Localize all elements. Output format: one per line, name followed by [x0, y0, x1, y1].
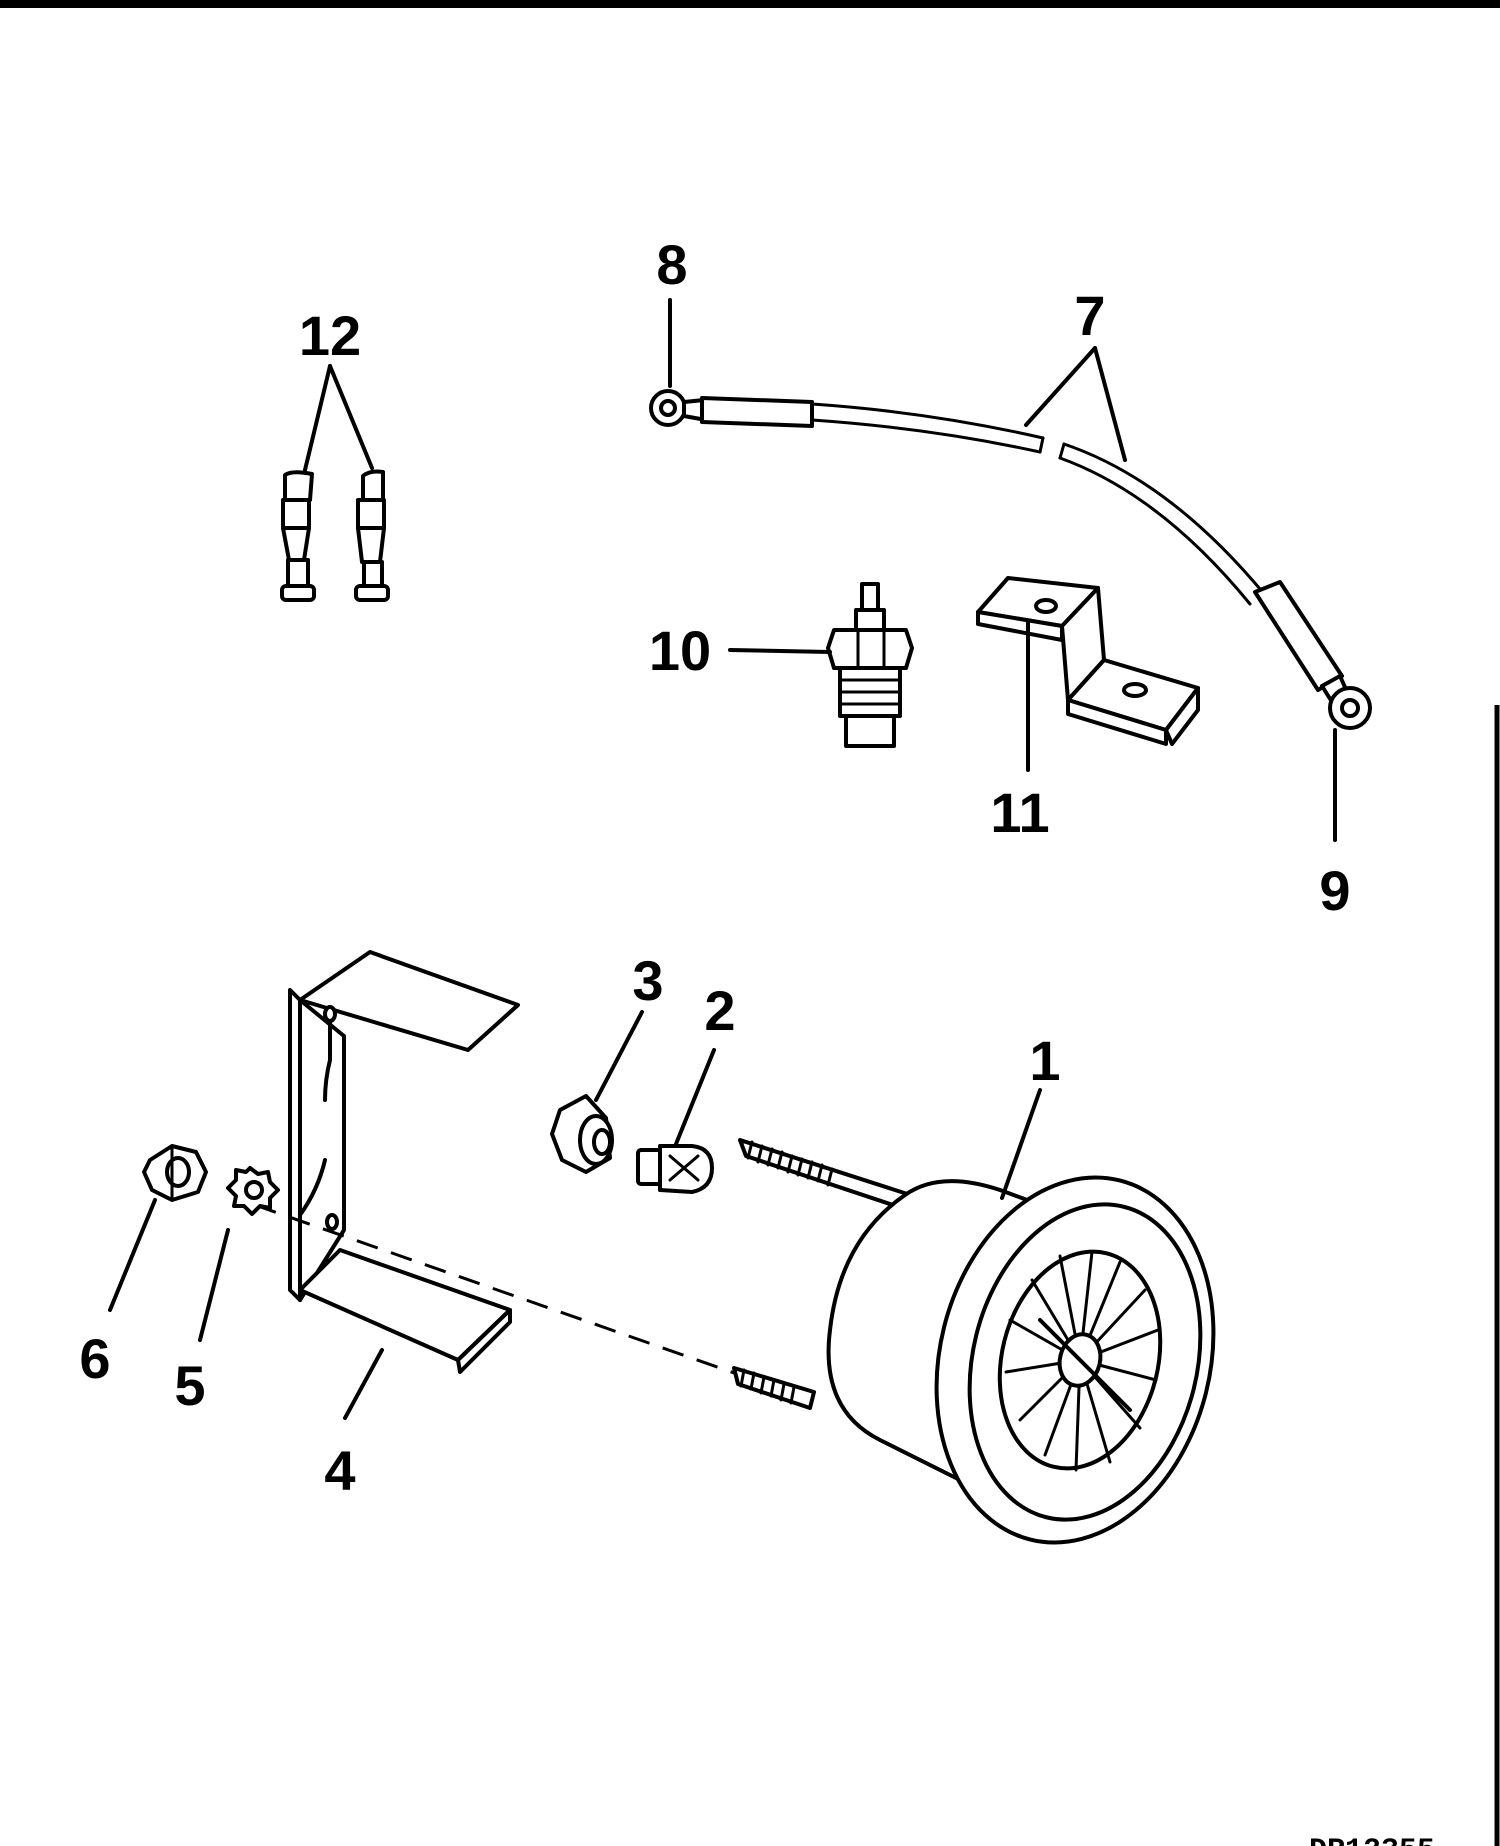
- part-7-lead-wire: [649, 389, 1372, 730]
- callout-2-leader: [674, 1048, 716, 1146]
- callout-10: 10: [649, 619, 711, 682]
- callout-4: 4: [324, 1439, 355, 1502]
- callout-6-leader: [108, 1198, 157, 1312]
- callout-3: 3: [632, 949, 663, 1012]
- callout-1-leader: [1000, 1088, 1042, 1200]
- callout-2: 2: [704, 979, 735, 1042]
- part-1-gauge: [732, 1138, 1216, 1545]
- callout-7: 7: [1074, 284, 1105, 347]
- callout-7-leaders: [1024, 346, 1127, 462]
- callout-4-leader: [343, 1348, 384, 1420]
- callout-9: 9: [1319, 859, 1350, 922]
- part-6-hex-nut: [142, 1144, 208, 1202]
- mounting-axis-line: [254, 1203, 741, 1377]
- callout-5-leader: [198, 1228, 230, 1342]
- callout-8: 8: [656, 233, 687, 296]
- callout-6: 6: [79, 1327, 110, 1390]
- callout-10-leader: [728, 648, 832, 654]
- drawing-code: DR12355: [1309, 1834, 1435, 1846]
- callout-3-leader: [594, 1010, 644, 1102]
- callout-12: 12: [299, 304, 361, 367]
- callout-1: 1: [1029, 1029, 1060, 1092]
- part-10-temperature-sender: [826, 582, 914, 748]
- part-12-terminal-pins: [280, 469, 390, 602]
- part-3-bulb-socket: [550, 1094, 614, 1174]
- part-5-lock-washer: [226, 1166, 280, 1216]
- part-4-mounting-bracket: [288, 950, 520, 1374]
- part-11-mounting-clamp: [976, 576, 1200, 746]
- callout-5: 5: [174, 1354, 205, 1417]
- gauge-needle: [1038, 1318, 1132, 1412]
- callout-11: 11: [990, 781, 1049, 844]
- callout-12-leaders: [303, 364, 374, 472]
- part-2-lamp-bulb: [636, 1144, 714, 1194]
